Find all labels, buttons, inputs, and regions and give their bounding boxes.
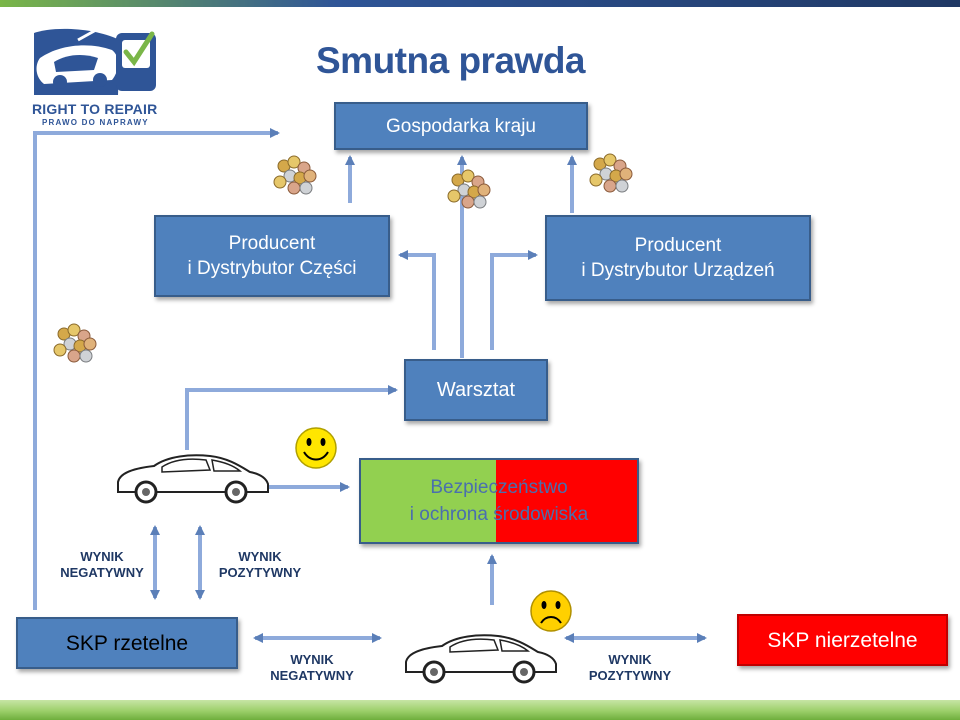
logo-line2: PRAWO DO NAPRAWY <box>42 118 149 127</box>
coins-icon <box>273 155 317 195</box>
bezpieczenstwo-box: Bezpieczeństwo i ochrona środowiska <box>359 458 639 544</box>
label-bottom-positive: WYNIK POZYTYWNY <box>588 652 672 683</box>
page-title: Smutna prawda <box>316 40 586 81</box>
bezpieczenstwo-red-half <box>496 460 637 542</box>
car-icon <box>116 453 270 504</box>
smiley-sad-icon <box>530 590 572 632</box>
smiley-happy-icon <box>295 427 337 469</box>
car-icon <box>404 633 558 684</box>
arrow-to-urzadzen <box>490 250 538 350</box>
bezpieczenstwo-label: Bezpieczeństwo i ochrona środowiska <box>409 477 589 525</box>
coins-icon <box>447 169 491 209</box>
producent-urzadzen-box: Producent i Dystrybutor Urządzeń <box>545 215 811 301</box>
skp-rzetelne-box: SKP rzetelne <box>16 617 238 669</box>
gospodarka-box: Gospodarka kraju <box>334 102 588 150</box>
label-left-positive: WYNIK POZYTYWNY <box>218 549 302 580</box>
label-left-negative: WYNIK NEGATYWNY <box>60 549 144 580</box>
logo-line1: RIGHT TO REPAIR <box>32 101 158 117</box>
top-band <box>0 0 960 7</box>
bezpieczenstwo-green-half <box>361 460 496 542</box>
label-bottom-negative: WYNIK NEGATYWNY <box>270 652 354 683</box>
warsztat-box: Warsztat <box>404 359 548 421</box>
producent-czesci-box: Producent i Dystrybutor Części <box>154 215 390 297</box>
bottom-band <box>0 700 960 720</box>
coins-icon <box>589 153 633 193</box>
coins-icon <box>53 323 97 363</box>
arrow-car-to-warsztat <box>185 385 398 450</box>
arrow-to-czesci <box>398 250 436 350</box>
left-feed-arrow <box>33 128 280 610</box>
skp-nierzetelne-box: SKP nierzetelne <box>737 614 948 666</box>
